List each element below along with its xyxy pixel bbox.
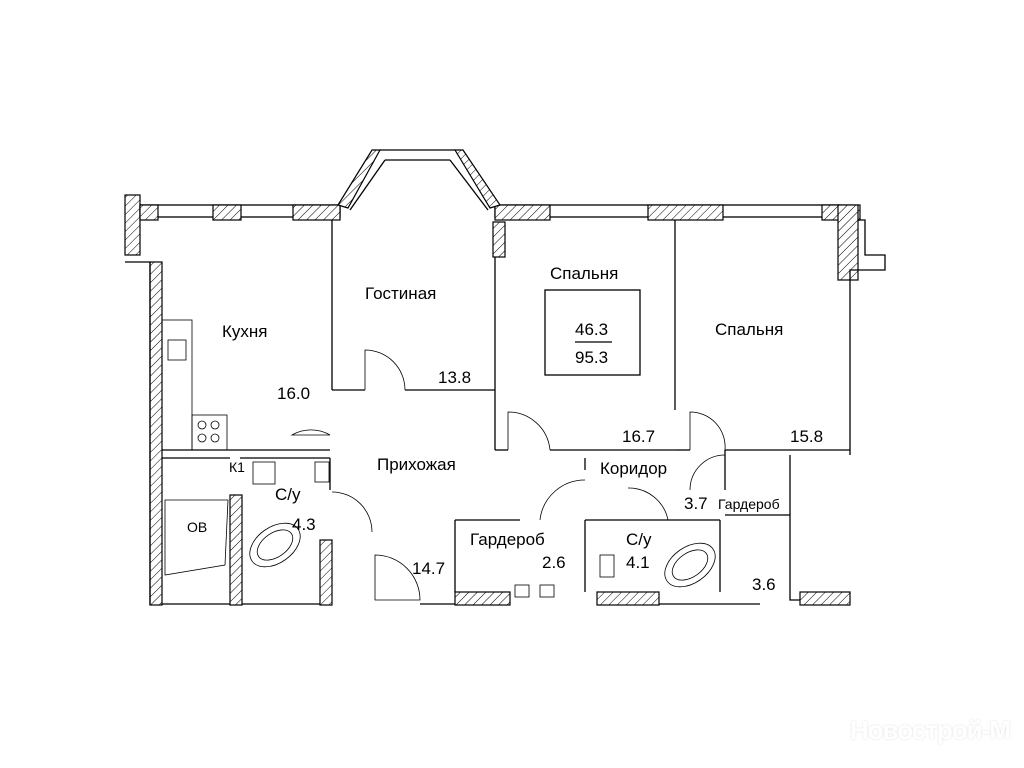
exterior-walls <box>124 149 886 606</box>
bedroom2-name: Спальня <box>715 320 783 339</box>
living-name: Гостиная <box>365 284 436 303</box>
wardrobe1-name: Гардероб <box>470 530 545 549</box>
bedroom2-area: 15.8 <box>790 427 823 446</box>
wardrobe2-name: Гардероб <box>718 496 780 512</box>
room-labels: Кухня 16.0 Гостиная 13.8 Спальня 16.7 Сп… <box>187 264 823 594</box>
watermark: Новострой-М <box>849 715 1011 745</box>
bath2-name: С/у <box>626 530 652 549</box>
toilet-icon-2 <box>599 554 615 578</box>
living-area-total: 46.3 <box>575 320 608 339</box>
interior-walls <box>162 220 850 606</box>
ov-shaft <box>164 499 229 576</box>
hall-name: Прихожая <box>377 455 456 474</box>
ov-label: ОВ <box>187 519 207 535</box>
bathtub-icon-2 <box>664 542 716 588</box>
sink-icon <box>167 339 187 361</box>
bath2-area: 4.1 <box>626 553 650 572</box>
corridor-name: Коридор <box>600 459 667 478</box>
bath1-name: С/у <box>275 485 301 504</box>
kitchen-name: Кухня <box>222 322 268 341</box>
area-summary-box <box>544 289 641 376</box>
living-area: 13.8 <box>438 368 471 387</box>
storage-area: 3.6 <box>752 575 776 594</box>
stove-icon <box>191 414 228 451</box>
hall-area: 14.7 <box>412 559 445 578</box>
kitchen-counter <box>161 319 193 451</box>
bedroom1-area: 16.7 <box>622 427 655 446</box>
wardrobe1-area: 2.6 <box>542 553 566 572</box>
total-area: 95.3 <box>575 348 608 367</box>
bedroom1-name: Спальня <box>550 264 618 283</box>
bathtub-icon <box>249 522 301 568</box>
doors <box>290 349 726 601</box>
k1-label: К1 <box>229 459 245 475</box>
fixtures <box>161 289 716 598</box>
toilet-icon <box>252 461 276 485</box>
washbasin-icon <box>314 461 330 483</box>
kitchen-area: 16.0 <box>277 384 310 403</box>
bath1-area: 4.3 <box>292 515 316 534</box>
wardrobe2-area: 3.7 <box>684 494 708 513</box>
